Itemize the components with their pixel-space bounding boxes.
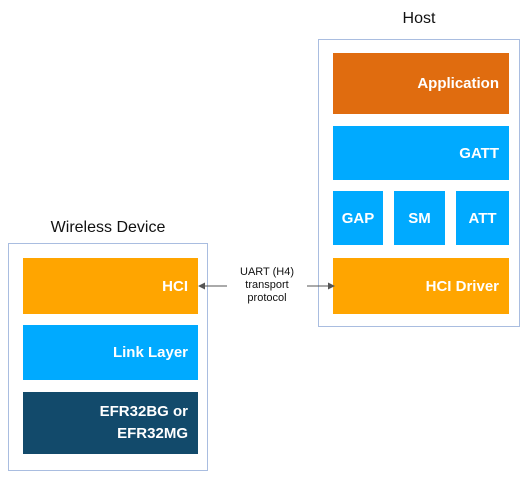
chip-block: EFR32BG or EFR32MG bbox=[23, 392, 198, 454]
gatt-block: GATT bbox=[333, 126, 509, 180]
chip-line-2: EFR32MG bbox=[117, 425, 188, 442]
sm-block: SM bbox=[394, 191, 445, 245]
connection-label: UART (H4) transport protocol bbox=[227, 266, 307, 305]
application-block: Application bbox=[333, 53, 509, 114]
hci-block: HCI bbox=[23, 258, 198, 314]
link-layer-block: Link Layer bbox=[23, 325, 198, 380]
att-block: ATT bbox=[456, 191, 509, 245]
chip-line-1: EFR32BG or bbox=[99, 403, 188, 420]
connection-label-line-1: UART (H4) bbox=[240, 266, 294, 278]
host-title: Host bbox=[402, 10, 436, 27]
connection-label-line-3: protocol bbox=[247, 292, 287, 304]
gap-block: GAP bbox=[333, 191, 383, 245]
wireless-device-title: Wireless Device bbox=[50, 219, 166, 236]
hci-driver-block: HCI Driver bbox=[333, 258, 509, 314]
connection-label-line-2: transport bbox=[227, 279, 307, 292]
